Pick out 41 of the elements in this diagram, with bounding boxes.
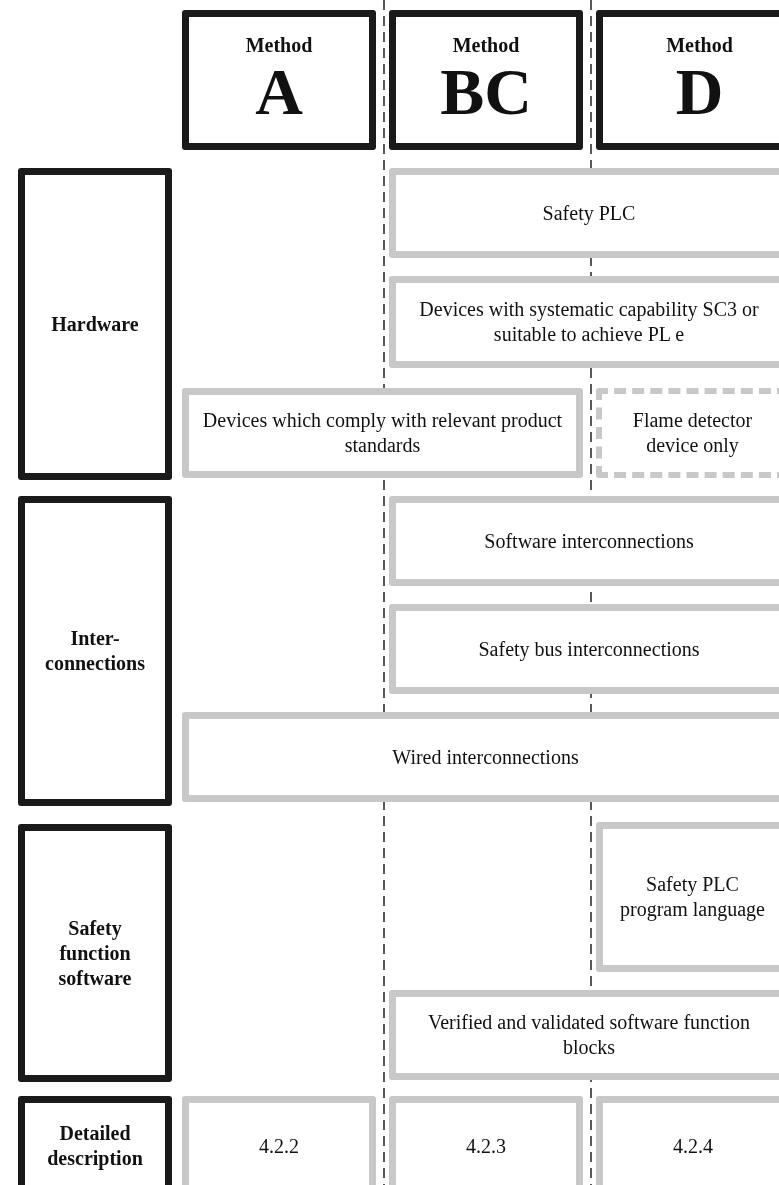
row-header xyxy=(18,824,172,1082)
box-text: Devices which comply with relevant product standards xyxy=(201,408,564,458)
method-label: Method xyxy=(665,33,734,57)
box-text: Detailed description xyxy=(46,1121,144,1171)
method-header xyxy=(182,10,376,150)
requirement-box xyxy=(389,990,779,1080)
box-text: Devices with systematic capability SC3 or suitable to achieve PL e xyxy=(418,297,760,347)
row-header xyxy=(18,496,172,806)
row-header xyxy=(18,1096,172,1185)
box-text: Safety bus interconnections xyxy=(478,636,700,662)
requirement-box xyxy=(389,276,779,368)
requirement-box xyxy=(596,388,779,478)
box-text: Safety PLC xyxy=(542,200,636,226)
requirement-box xyxy=(389,604,779,694)
requirement-box xyxy=(389,168,779,258)
requirement-box xyxy=(389,496,779,586)
method-label: Method xyxy=(245,33,313,57)
box-text: Verified and validated software function blocks xyxy=(426,1010,752,1060)
clause-box xyxy=(389,1096,583,1185)
requirement-box xyxy=(182,388,583,478)
box-text: 4.2.3 xyxy=(466,1133,506,1159)
box-text: Hardware xyxy=(51,311,139,337)
method-letter: BC xyxy=(440,57,532,127)
box-text: 4.2.2 xyxy=(259,1133,299,1159)
requirement-box xyxy=(182,712,779,802)
method-letter: A xyxy=(255,57,303,127)
box-text: Software interconnections xyxy=(484,528,694,554)
clause-box xyxy=(596,1096,779,1185)
clause-box xyxy=(182,1096,376,1185)
method-header xyxy=(596,10,779,150)
box-text: Inter- connections xyxy=(44,626,146,676)
box-text: Safety function software xyxy=(57,915,133,991)
box-text: Wired interconnections xyxy=(392,744,579,770)
row-header xyxy=(18,168,172,480)
box-text: Flame detector device only xyxy=(631,408,754,458)
requirement-box xyxy=(596,822,779,972)
box-text: Safety PLC program language xyxy=(619,872,766,922)
box-text: 4.2.4 xyxy=(673,1133,713,1159)
method-header xyxy=(389,10,583,150)
method-label: Method xyxy=(452,33,520,57)
method-letter: D xyxy=(674,57,725,127)
